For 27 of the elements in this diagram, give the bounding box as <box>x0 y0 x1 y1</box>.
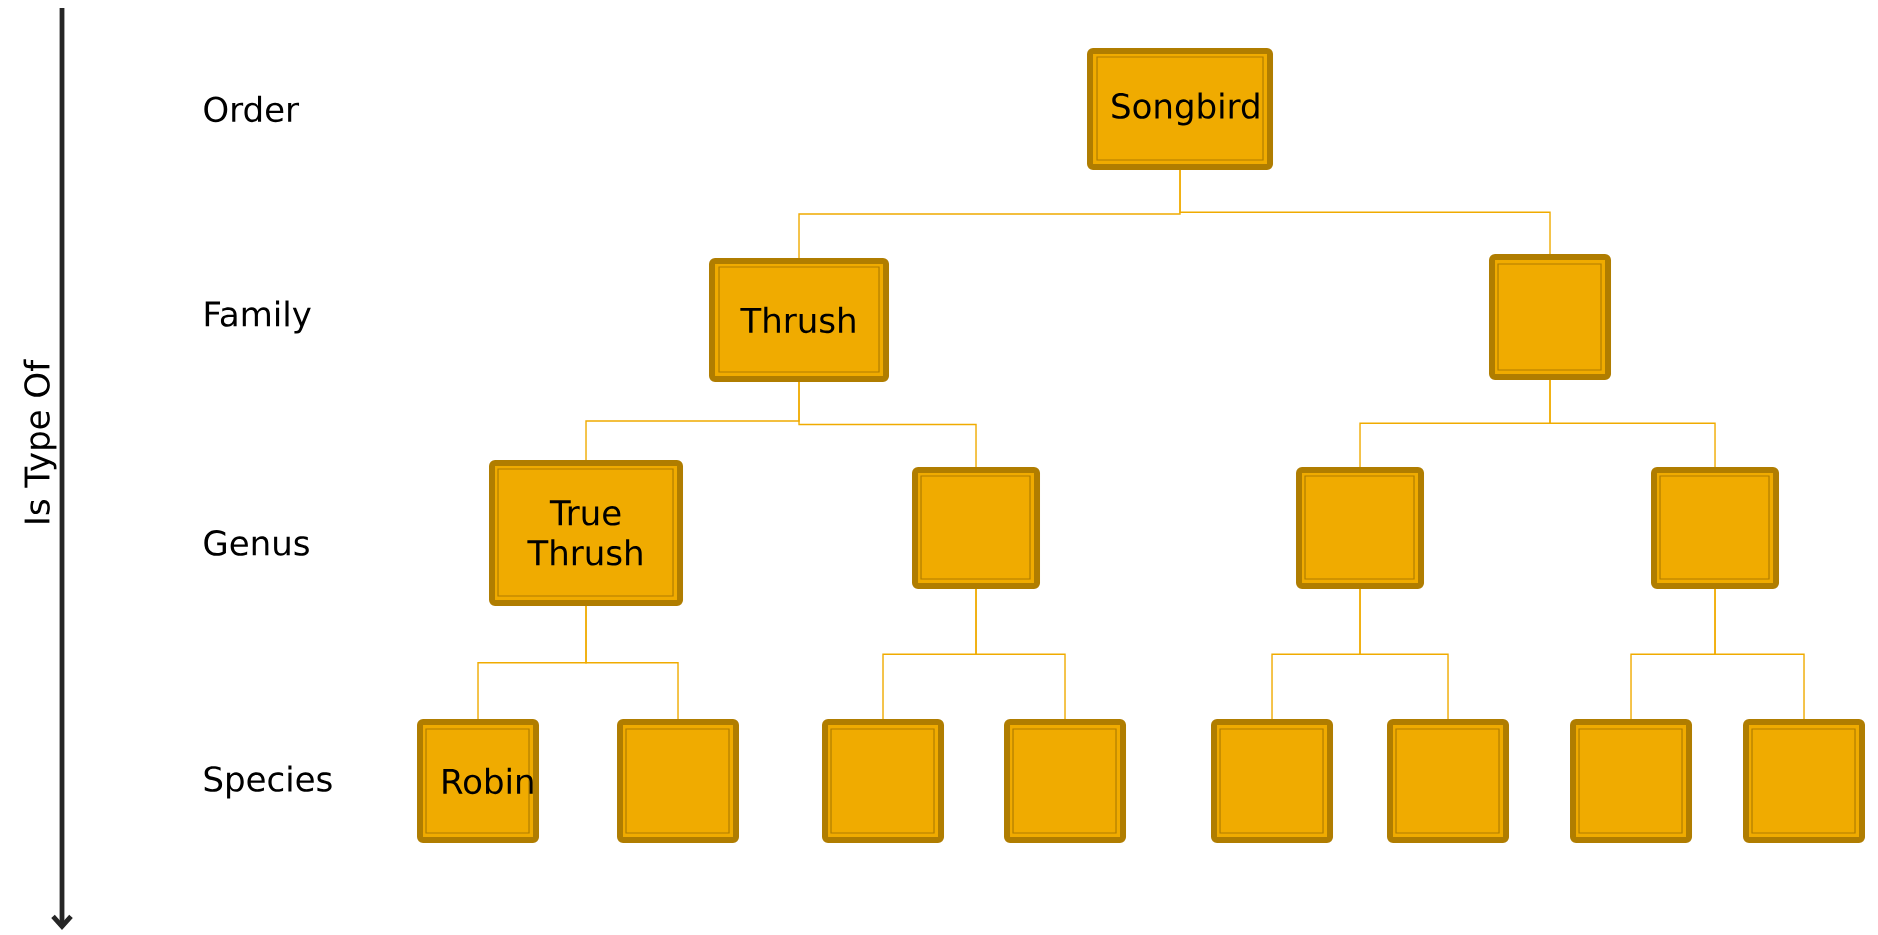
taxon-box: True Thrush <box>489 460 683 606</box>
taxon-box: Robin <box>417 719 539 843</box>
taxon-box <box>822 719 944 843</box>
connector <box>1179 169 1551 255</box>
connector <box>975 588 1066 720</box>
connector <box>1714 588 1805 720</box>
taxon-box <box>912 467 1040 589</box>
rank-label: Species <box>204 765 332 799</box>
taxon-box <box>1296 467 1424 589</box>
rank-label: Family <box>205 300 311 334</box>
taxon-box <box>1570 719 1692 843</box>
taxon-box <box>1211 719 1333 843</box>
taxon-box: Thrush <box>709 258 889 382</box>
taxon-box <box>617 719 739 843</box>
taxon-box <box>1743 719 1865 843</box>
connector <box>1549 379 1716 468</box>
taxon-box <box>1651 467 1779 589</box>
connector <box>1359 588 1449 720</box>
taxon-box <box>1004 719 1126 843</box>
taxon-box <box>1387 719 1509 843</box>
connector <box>798 381 977 468</box>
connector <box>585 605 679 720</box>
rank-label: Order <box>204 95 300 123</box>
taxon-box: Songbird <box>1087 48 1273 170</box>
rank-label: Genus <box>204 530 309 556</box>
taxon-box <box>1489 254 1611 380</box>
axis-label: Is Type Of <box>23 359 57 523</box>
